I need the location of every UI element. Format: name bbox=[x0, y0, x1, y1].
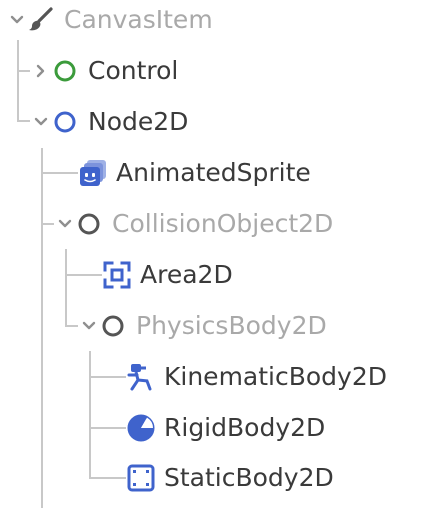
tree-item-label: KinematicBody2D bbox=[164, 362, 387, 391]
static-body-icon bbox=[126, 463, 156, 493]
tree-item-canvasitem[interactable]: CanvasItem bbox=[8, 0, 213, 40]
tree-item-label: Node2D bbox=[88, 107, 189, 136]
tree-item-physicsbody2d[interactable]: PhysicsBody2D bbox=[80, 306, 327, 346]
tree-item-area2d[interactable]: Area2D bbox=[102, 255, 233, 295]
tree-item-label: RigidBody2D bbox=[164, 413, 326, 442]
tree-item-label: AnimatedSprite bbox=[116, 158, 311, 187]
brush-icon bbox=[26, 5, 56, 35]
tree-item-kinematicbody2d[interactable]: KinematicBody2D bbox=[126, 357, 387, 397]
tree-item-label: CollisionObject2D bbox=[112, 209, 334, 238]
tree-item-label: PhysicsBody2D bbox=[136, 311, 327, 340]
tree-item-label: Control bbox=[88, 56, 179, 85]
chevron-right-icon[interactable] bbox=[32, 62, 50, 80]
tree-item-label: Area2D bbox=[140, 260, 233, 289]
tree-item-rigidbody2d[interactable]: RigidBody2D bbox=[126, 408, 325, 448]
ring-icon-gray bbox=[74, 209, 104, 239]
area2d-icon bbox=[102, 260, 132, 290]
rigid-body-icon bbox=[126, 413, 156, 443]
tree-item-label: StaticBody2D bbox=[164, 463, 334, 492]
tree-item-collisionobject2d[interactable]: CollisionObject2D bbox=[56, 204, 333, 244]
ring-icon-blue bbox=[50, 107, 80, 137]
kinematic-body-icon bbox=[126, 362, 156, 392]
chevron-down-icon[interactable] bbox=[8, 11, 26, 29]
tree-item-animatedsprite[interactable]: AnimatedSprite bbox=[78, 153, 311, 193]
chevron-down-icon[interactable] bbox=[80, 317, 98, 335]
chevron-down-icon[interactable] bbox=[56, 215, 74, 233]
tree-item-control[interactable]: Control bbox=[32, 51, 178, 91]
tree-item-node2d[interactable]: Node2D bbox=[32, 102, 188, 142]
ring-icon-green bbox=[50, 56, 80, 86]
animated-sprite-icon bbox=[78, 158, 108, 188]
tree-item-label: CanvasItem bbox=[64, 5, 213, 34]
ring-icon-gray bbox=[98, 311, 128, 341]
chevron-down-icon[interactable] bbox=[32, 113, 50, 131]
tree-item-staticbody2d[interactable]: StaticBody2D bbox=[126, 458, 334, 498]
